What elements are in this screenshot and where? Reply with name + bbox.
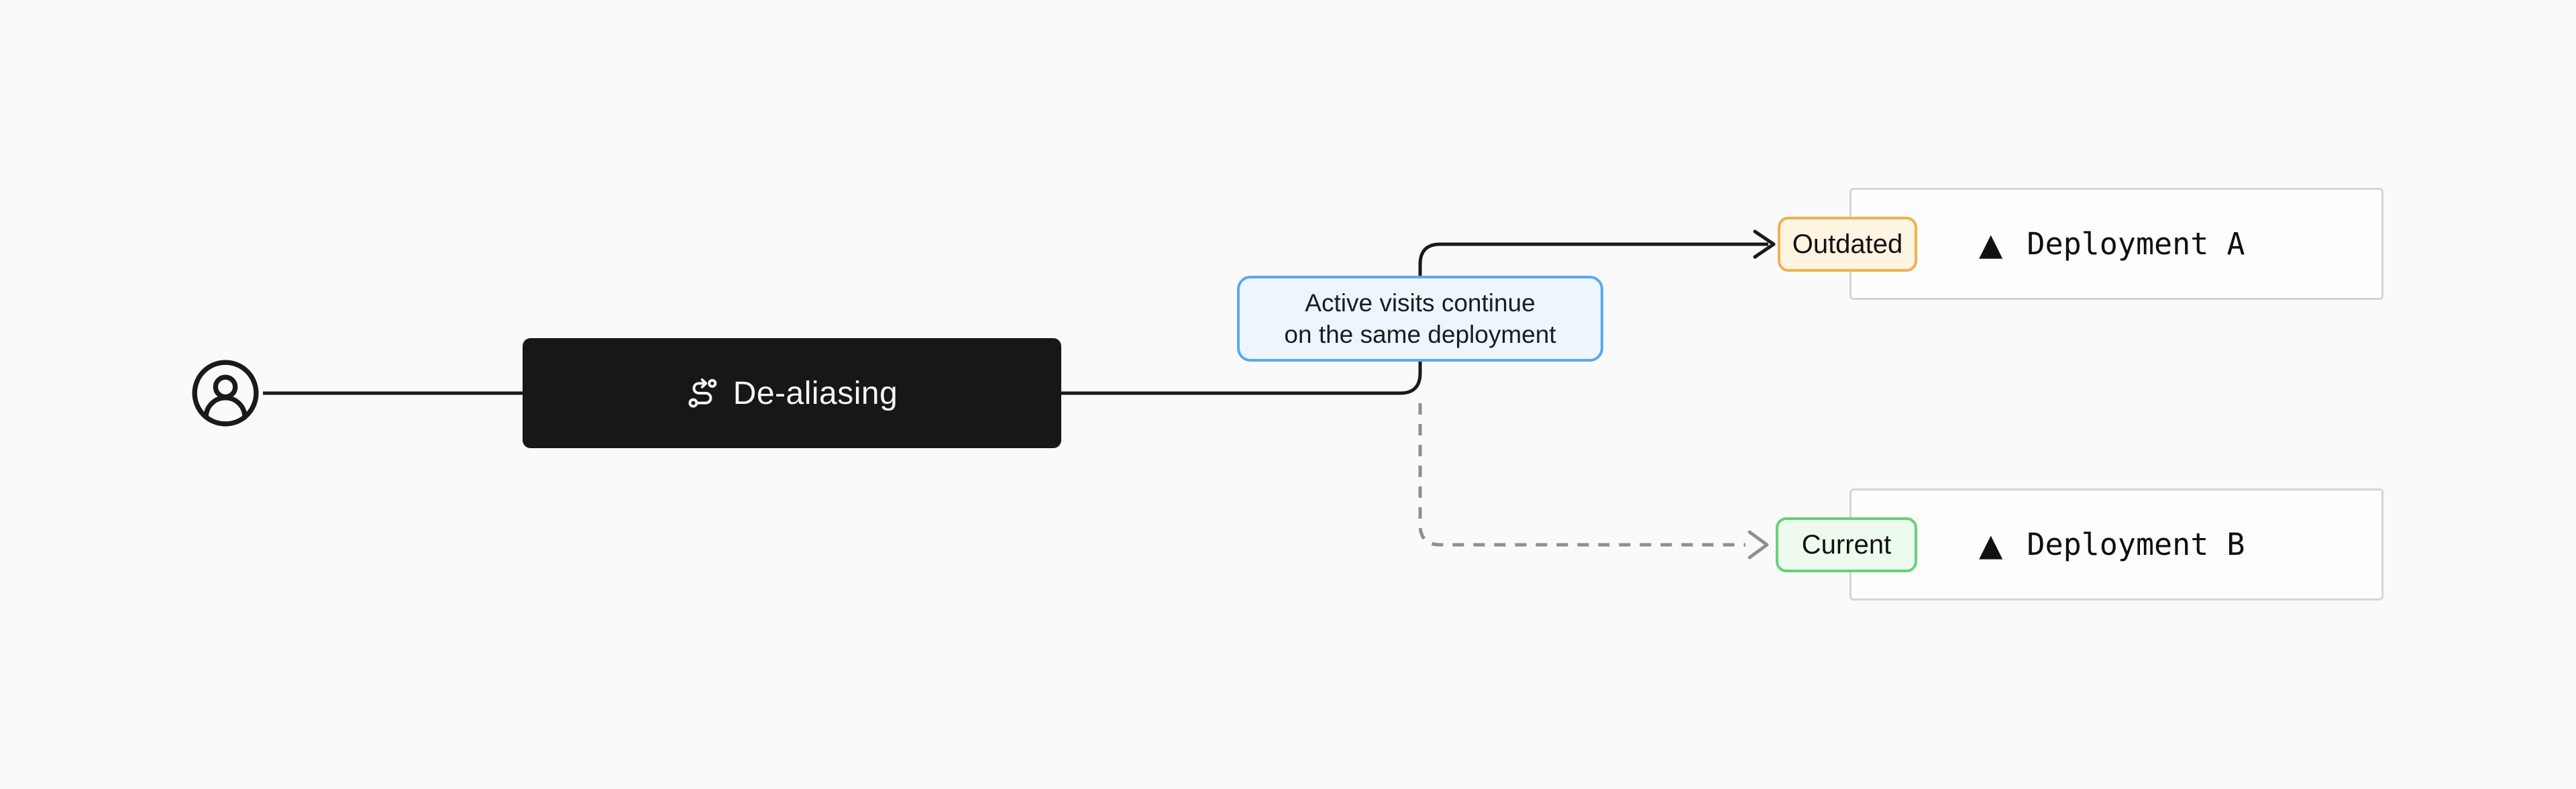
status-badge-outdated: Outdated xyxy=(1778,217,1917,272)
user-circle-icon xyxy=(192,360,259,427)
vercel-logo-icon: ▲ xyxy=(1979,225,2003,262)
solid-arrowhead-icon xyxy=(1753,229,1776,259)
callout-text-line2: on the same deployment xyxy=(1284,321,1556,348)
vercel-logo-icon: ▲ xyxy=(1979,526,2003,563)
de-aliasing-node: De-aliasing xyxy=(523,338,1061,448)
dashed-arrowhead-icon xyxy=(1748,530,1769,560)
process-to-deployment-b-line xyxy=(1418,403,1746,547)
status-badge-current: Current xyxy=(1776,517,1917,572)
callout-text-line1: Active visits continue xyxy=(1305,289,1536,317)
route-icon xyxy=(688,378,716,408)
deployment-a-card: ▲ Deployment A xyxy=(1849,188,2383,300)
active-visits-callout: Active visits continue on the same deplo… xyxy=(1237,276,1603,362)
deployment-b-card: ▲ Deployment B xyxy=(1849,488,2383,600)
deployment-a-name: Deployment A xyxy=(2027,226,2245,262)
deployment-b-name: Deployment B xyxy=(2027,527,2245,562)
process-label: De-aliasing xyxy=(733,375,898,411)
